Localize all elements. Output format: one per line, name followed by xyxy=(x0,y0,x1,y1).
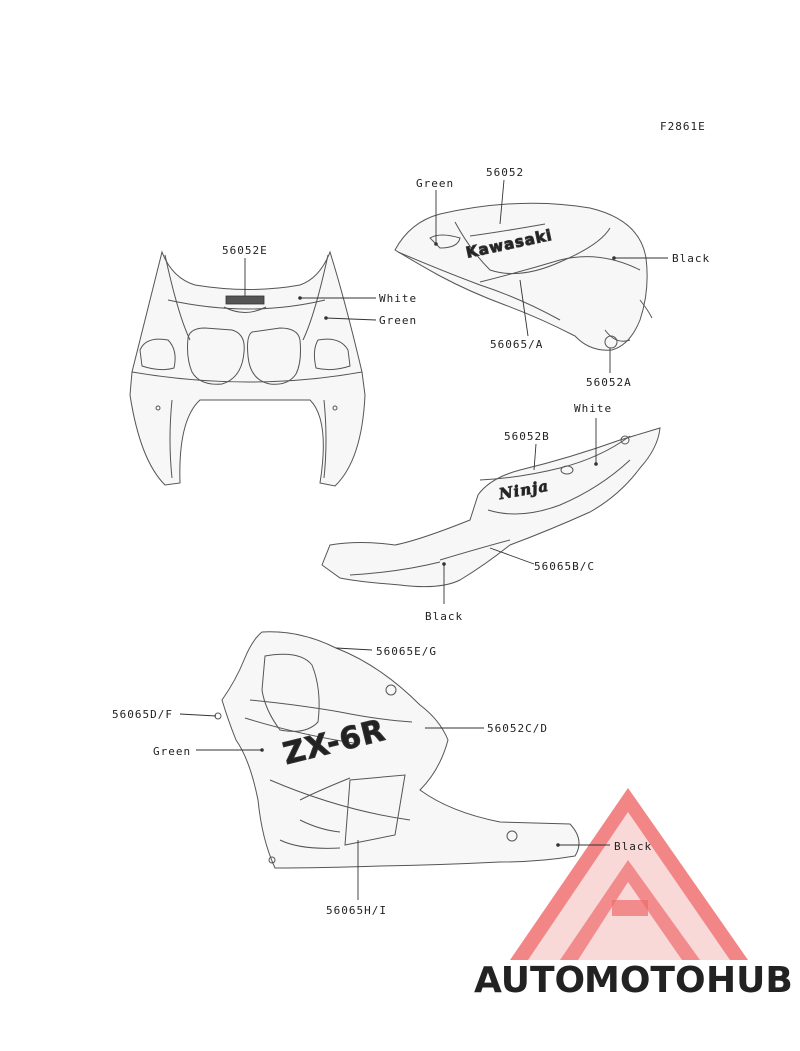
leader-lines xyxy=(179,179,668,900)
watermark-part-3: HUB xyxy=(706,960,793,1001)
seat-cowl: Ninja xyxy=(321,427,661,588)
label-tank-emblem: 56052A xyxy=(586,376,632,389)
label-screen-white: White xyxy=(379,292,417,305)
label-fairing-side: 56065D/F xyxy=(112,708,173,721)
label-seat-part: 56052B xyxy=(504,430,550,443)
callout-labels: 56052E White Green Green 56052 Black 560… xyxy=(112,166,710,917)
label-seat-stripe: 56065B/C xyxy=(534,560,595,573)
label-tank-black: Black xyxy=(672,252,710,265)
label-tank-part: 56052 xyxy=(486,166,524,179)
label-fairing-green: Green xyxy=(153,745,191,758)
front-cowl xyxy=(129,250,366,487)
label-tank-green: Green xyxy=(416,177,454,190)
watermark-part-2: MOTO xyxy=(584,960,706,1001)
label-fairing-black: Black xyxy=(614,840,652,853)
label-seat-black: Black xyxy=(425,610,463,623)
label-fairing-lower: 56065H/I xyxy=(326,904,387,917)
label-fairing-upper: 56065E/G xyxy=(376,645,437,658)
watermark-part-1: AUTO xyxy=(474,960,585,1001)
label-tank-stripe: 56065/A xyxy=(490,338,543,351)
label-screen-green: Green xyxy=(379,314,417,327)
watermark-logo: AUTO MOTO HUB xyxy=(474,788,793,1001)
label-seat-white: White xyxy=(574,402,612,415)
label-fairing-logo: 56052C/D xyxy=(487,722,548,735)
figure-code: F2861E xyxy=(660,120,706,133)
fuel-tank: Kawasaki xyxy=(394,202,653,351)
side-fairing: ZX-6R xyxy=(214,631,580,869)
label-screen-part: 56052E xyxy=(222,244,268,257)
